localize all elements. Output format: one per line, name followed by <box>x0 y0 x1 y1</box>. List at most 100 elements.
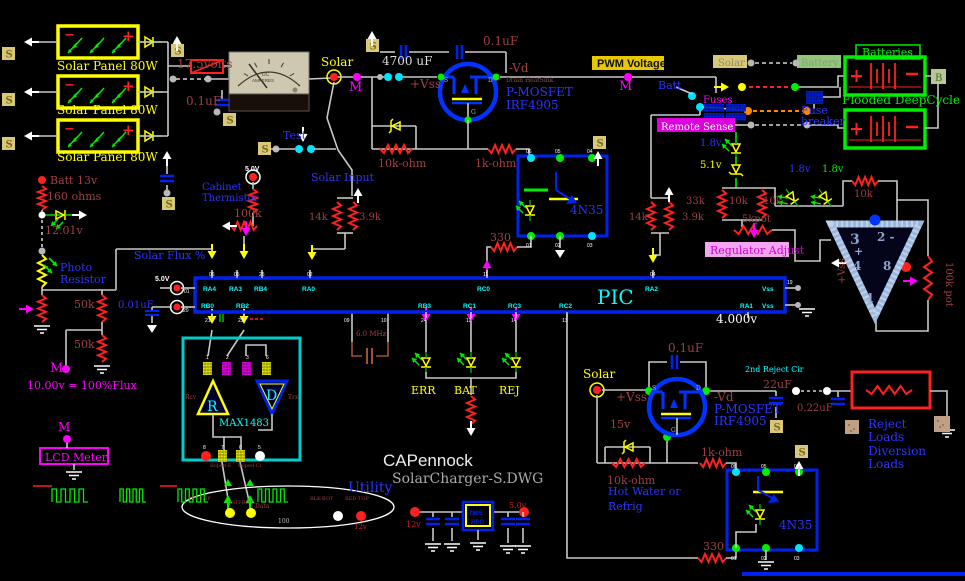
mxp5: 5 <box>258 445 261 451</box>
test-switch-contact[interactable] <box>307 145 315 153</box>
terminal-pad[interactable] <box>934 416 950 432</box>
switch-contact[interactable] <box>384 73 392 81</box>
regulator-7805-inner <box>465 504 491 527</box>
batt-switch-contact[interactable] <box>696 103 704 111</box>
rcv-label: Rcv <box>185 394 197 401</box>
pn25: 25 <box>259 272 265 278</box>
battery-2[interactable] <box>843 108 927 150</box>
ga <box>147 325 157 333</box>
data-label: Data <box>255 503 270 510</box>
analog-ammeter[interactable] <box>228 51 310 112</box>
v18b-label: 1.8v <box>789 164 811 175</box>
pn12: 12 <box>466 318 472 324</box>
offpage-arrow <box>162 151 172 166</box>
zener-10k-clamp <box>388 118 401 134</box>
fuse-breaker-symbol[interactable] <box>806 91 823 104</box>
reject-loads-1: Reject <box>868 417 907 431</box>
solar-panel-1-label: Solar Panel 80W <box>57 59 158 73</box>
solar-panel-3[interactable]: −+ <box>56 118 140 154</box>
dot <box>792 387 800 395</box>
s-tag[interactable]: S <box>770 420 783 434</box>
switch-contact[interactable] <box>395 73 403 81</box>
dot <box>747 59 755 67</box>
reject-cir-label: 2nd Reject Cir <box>745 365 804 374</box>
w <box>799 75 845 88</box>
author-label: CAPennock <box>383 451 473 470</box>
resistor-39k-right <box>662 201 676 231</box>
pin-vss-t: Vss <box>762 286 774 293</box>
mos1-s: S <box>444 77 448 84</box>
w <box>762 187 776 206</box>
s-tag[interactable]: S <box>2 93 15 107</box>
test-switch-contact[interactable] <box>295 145 303 153</box>
bat-label: BAT <box>454 384 477 397</box>
s-tag[interactable]: S <box>795 445 808 459</box>
cap-01uf-1 <box>215 98 229 107</box>
r50kb-label: 50k <box>74 338 95 351</box>
r100k-label: 100k <box>234 207 262 220</box>
pin-rc0: RC0 <box>477 286 490 293</box>
arr <box>466 421 476 436</box>
svg-text:S: S <box>166 200 173 211</box>
offpage-arrow <box>593 151 603 166</box>
pin-rb2: RB2 <box>236 303 249 310</box>
battery-1[interactable] <box>843 55 927 97</box>
s-tag[interactable]: S <box>258 142 271 156</box>
mosfet2-name: P-MOSFET <box>714 402 781 416</box>
led-ballast-resistor <box>464 395 478 425</box>
s-tag[interactable]: S <box>2 47 15 61</box>
resistor-50k-2 <box>95 334 109 363</box>
tag-b[interactable] <box>931 69 946 84</box>
terminal-pad[interactable] <box>845 420 859 434</box>
pmosfet-irf4905-1[interactable] <box>437 61 499 123</box>
arr <box>298 127 308 142</box>
flooded-label: Flooded DeepCycle <box>842 93 960 107</box>
pn06: 06 <box>209 272 215 278</box>
optocoupler-4n35-2[interactable] <box>725 468 819 552</box>
led-bat <box>456 352 477 373</box>
svg-text:+: + <box>122 77 135 95</box>
pn01: 01 <box>184 289 190 295</box>
pmosfet-irf4905-2[interactable] <box>646 376 708 438</box>
tag-battery[interactable] <box>797 55 841 68</box>
opamp-comparator[interactable] <box>825 214 925 325</box>
solar-node-2[interactable] <box>589 382 605 398</box>
led-rej <box>501 352 522 373</box>
o1n06: 06 <box>526 149 532 155</box>
dot <box>213 108 221 116</box>
c22uf-label: 22uF <box>763 378 792 391</box>
dot <box>747 121 755 129</box>
g3 <box>758 561 774 570</box>
dot <box>492 73 500 81</box>
reject-load-box[interactable] <box>850 370 932 410</box>
optocoupler-4n35-1[interactable] <box>516 154 609 238</box>
g3 <box>799 308 815 317</box>
dot <box>588 154 596 162</box>
batt-switch-contact[interactable] <box>688 92 696 100</box>
dot <box>527 154 535 162</box>
mos1-d: D <box>488 77 493 84</box>
tag-solar[interactable] <box>713 55 747 68</box>
r14k-left-label: 14k <box>309 212 329 223</box>
dot <box>225 508 235 518</box>
pulse <box>119 488 146 503</box>
s-tag[interactable]: S <box>2 137 15 151</box>
blk-bot-label: BLK-BOT <box>310 496 334 502</box>
mosfet2-part: IRF4905 <box>714 414 767 428</box>
svg-text:S: S <box>175 47 182 58</box>
dot <box>333 511 343 521</box>
s-tag[interactable]: S <box>162 197 175 211</box>
dot <box>437 73 445 81</box>
hotwater-label-2: Refrig <box>608 500 643 513</box>
s-tag[interactable]: S <box>223 113 236 127</box>
rej-label: REJ <box>499 384 520 397</box>
solar-panel-1[interactable]: −+ <box>56 24 140 60</box>
dot <box>353 73 361 81</box>
r50ka-label: 50k <box>74 298 95 311</box>
pic-microcontroller[interactable] <box>193 276 787 314</box>
w <box>555 189 571 200</box>
s-tag[interactable]: S <box>593 136 606 150</box>
w <box>648 361 667 387</box>
dot <box>204 75 212 83</box>
w <box>566 312 698 559</box>
